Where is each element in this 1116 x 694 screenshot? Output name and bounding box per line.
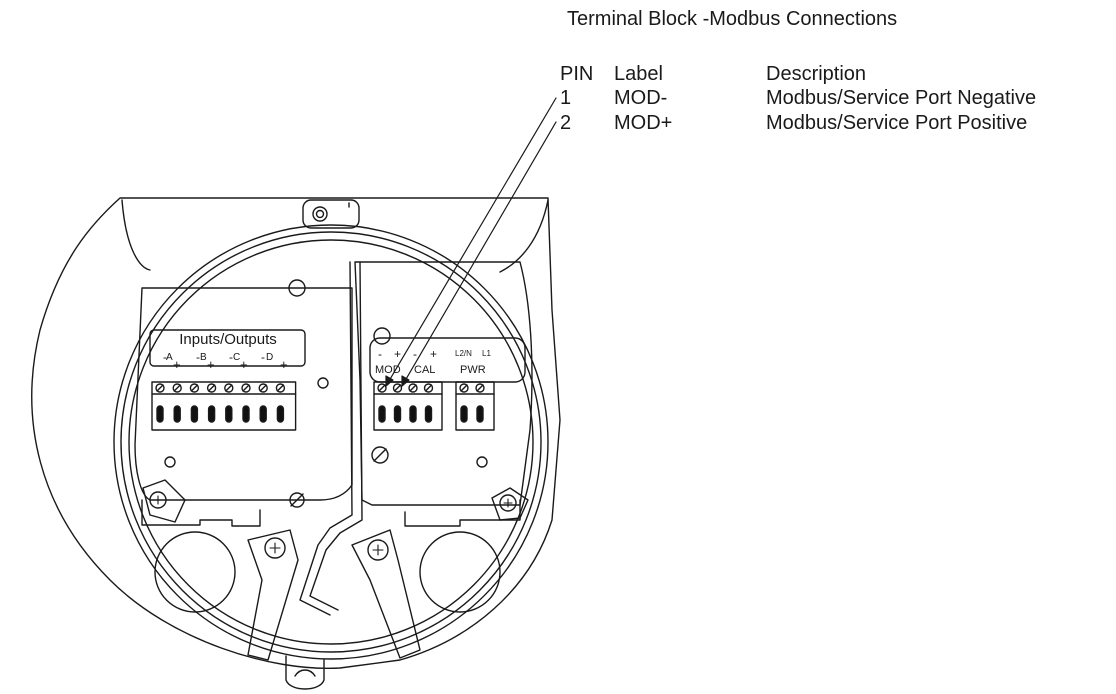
mod-cal-screw-4	[423, 383, 434, 393]
io-terminal-3	[190, 405, 199, 423]
io-screw-7	[258, 383, 268, 393]
io-terminal-7	[259, 405, 267, 423]
io-minus-c: -	[229, 350, 233, 364]
row-1-label: MOD-	[614, 87, 668, 109]
io-title: Inputs/Outputs	[179, 331, 277, 348]
mod-cal-terminal-3	[409, 405, 417, 423]
io-minus-b: -	[196, 350, 200, 364]
io-terminal-5	[225, 405, 233, 423]
io-screw-slot-4	[207, 384, 216, 392]
row-1-description: Modbus/Service Port Negative	[766, 87, 1037, 109]
mod-cal-screw-3	[408, 383, 418, 393]
io-minus-a: -	[163, 350, 167, 364]
cal-label: CAL	[414, 364, 435, 376]
io-plus-d: +	[280, 357, 288, 372]
header-label: Label	[614, 63, 663, 85]
leader-line-mod-minus	[385, 97, 557, 387]
io-block-body	[151, 381, 297, 431]
io-minus-d: -	[261, 350, 265, 364]
mounting-lugs	[141, 479, 529, 661]
io-screw-3	[189, 383, 200, 393]
pwr-screw-slot-2	[476, 384, 484, 392]
mod-plus: +	[394, 347, 401, 361]
cal-minus: -	[413, 347, 417, 361]
mod-cal-screw-1	[377, 383, 387, 393]
io-channel-d: D	[266, 352, 273, 363]
io-terminal-6	[242, 405, 250, 423]
io-screw-slot-6	[242, 384, 250, 392]
io-channel-c: C	[233, 352, 240, 363]
io-screw-8	[275, 383, 286, 393]
io-terminal-strip	[151, 381, 297, 431]
io-terminal-8	[276, 405, 285, 423]
cal-plus: +	[430, 347, 437, 361]
mod-cal-screw-slot-4	[424, 384, 433, 392]
row-2-description: Modbus/Service Port Positive	[766, 112, 1028, 134]
mod-cal-screw-2	[392, 383, 403, 393]
mod-cal-terminal-2	[393, 405, 402, 423]
io-screw-6	[241, 383, 251, 393]
row-1-pin: 1	[560, 87, 572, 109]
io-screw-1	[155, 383, 165, 393]
io-screw-4	[206, 383, 217, 393]
screw-icons	[153, 495, 513, 556]
pwr-terminal-1	[460, 405, 468, 423]
arrowhead-mod-plus	[401, 375, 410, 387]
io-terminal-2	[173, 405, 181, 423]
io-screw-slot-8	[276, 384, 285, 392]
leader-arrows	[385, 97, 557, 387]
io-screw-slot-5	[225, 384, 233, 392]
io-screw-slot-2	[173, 384, 181, 392]
io-board	[134, 279, 353, 508]
mod-cal-screw-slot-2	[393, 384, 402, 392]
header-pin: PIN	[560, 63, 594, 85]
io-screw-slot-1	[156, 384, 164, 392]
diagram-title: Terminal Block -Modbus Connections	[567, 8, 898, 30]
io-plus-a: +	[173, 357, 181, 372]
io-channel-a: A	[166, 352, 173, 363]
outer-housing	[31, 197, 561, 690]
header-description: Description	[766, 63, 867, 85]
io-terminal-4	[207, 405, 216, 423]
row-2-pin: 2	[560, 112, 572, 134]
io-plus-b: +	[207, 357, 215, 372]
arrowhead-mod-minus	[385, 375, 394, 387]
mod-cal-terminal-1	[378, 405, 386, 423]
pwr-l1-label: L1	[482, 349, 491, 358]
mod-label: MOD	[375, 364, 401, 376]
power-board	[354, 261, 533, 506]
io-plus-c: +	[240, 357, 248, 372]
power-terminal-strip	[373, 381, 495, 431]
io-screw-slot-7	[259, 384, 267, 392]
mod-cal-terminal-4	[424, 405, 433, 423]
io-screw-slot-3	[190, 384, 199, 392]
pwr-label: PWR	[460, 364, 486, 376]
io-terminal-1	[156, 405, 164, 423]
leader-line-mod-plus	[401, 121, 557, 387]
mod-cal-screw-slot-3	[409, 384, 417, 392]
mod-cal-screw-slot-1	[378, 384, 386, 392]
pwr-screw-1	[459, 383, 469, 393]
row-2-label: MOD+	[614, 112, 673, 134]
pwr-terminal-2	[476, 405, 484, 423]
io-channel-b: B	[200, 352, 207, 363]
pwr-screw-slot-1	[460, 384, 468, 392]
pwr-block-body	[455, 381, 495, 431]
io-screw-2	[172, 383, 182, 393]
pwr-l2n-label: L2/N	[455, 349, 472, 358]
cover-ring	[113, 199, 549, 660]
mod-minus: -	[378, 347, 382, 361]
io-screw-5	[224, 383, 234, 393]
center-divider	[299, 261, 363, 616]
mod-cal-block-body	[373, 381, 443, 431]
pwr-screw-2	[475, 383, 485, 393]
